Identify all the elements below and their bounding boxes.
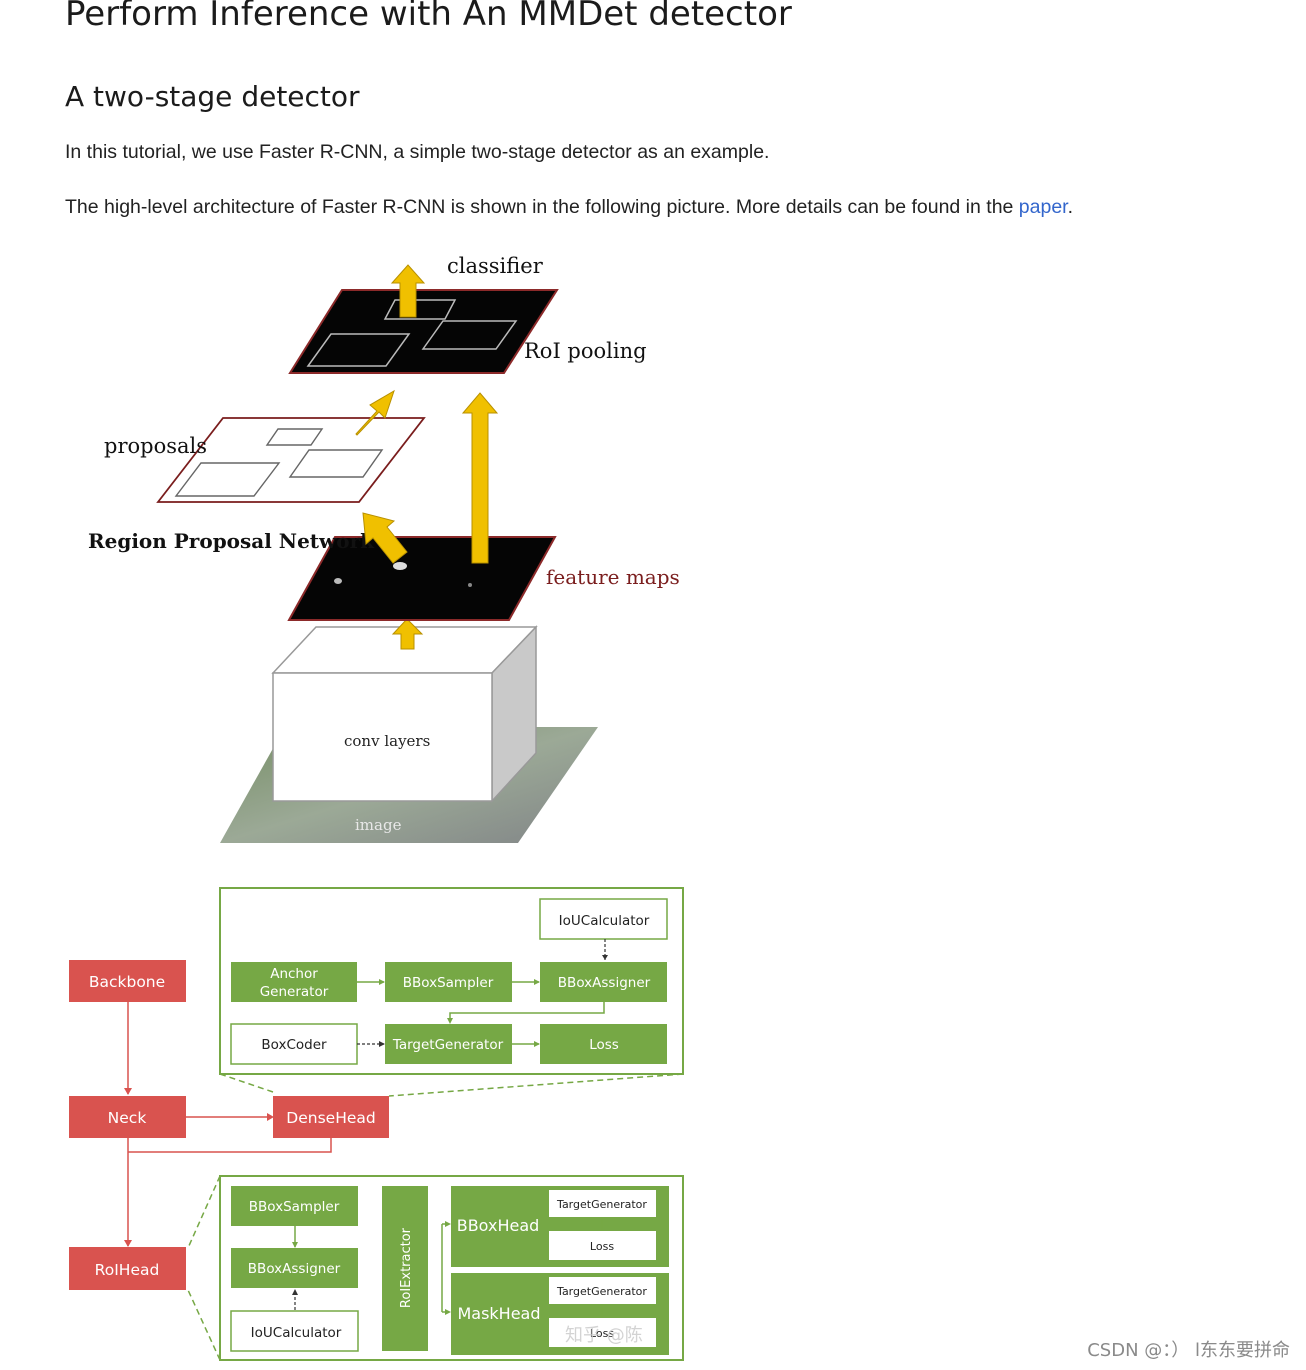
roi-head-block	[69, 1247, 186, 1290]
anchor-generator-label-line2: Generator	[260, 984, 329, 1000]
arrowhead	[602, 955, 608, 960]
classifier-label: classifier	[447, 254, 544, 278]
mask-head-target-box	[549, 1277, 656, 1304]
dense-head-label: DenseHead	[286, 1109, 375, 1127]
roi-box	[421, 320, 518, 350]
arrowhead	[379, 979, 385, 985]
conv-layers-front-face	[272, 672, 493, 802]
anchor-generator-box	[231, 962, 357, 1002]
iou-calculator-bottom-label: IoUCalculator	[251, 1325, 342, 1341]
neck-block	[69, 1096, 186, 1138]
feature-maps-label: feature maps	[546, 565, 680, 589]
rpn-label: Region Proposal Network	[88, 529, 375, 553]
roi-pooling-label: RoI pooling	[524, 339, 647, 363]
loss-top-box	[540, 1024, 667, 1064]
bbox-sampler-top-box	[385, 962, 512, 1002]
iou-calculator-bottom-box	[230, 1310, 359, 1352]
bbox-sampler-bottom-box	[231, 1186, 358, 1226]
csdn-watermark: CSDN @：） l东东要拼命	[1087, 1340, 1290, 1361]
architecture-paragraph-end: .	[1067, 196, 1074, 218]
mmdet-components-diagram: Backbone Neck DenseHead RoIHead IoUCalcu…	[69, 887, 684, 1361]
neck-label: Neck	[108, 1109, 147, 1127]
feature-to-roi-arrow	[461, 392, 499, 564]
arrowhead	[447, 1018, 453, 1024]
loss-top-label: Loss	[589, 1037, 619, 1053]
proposals-to-roi-arrow	[355, 389, 395, 436]
intro-paragraph: In this tutorial, we use Faster R-CNN, a…	[65, 141, 770, 163]
backbone-block	[69, 960, 186, 1002]
arrowhead	[445, 1221, 451, 1227]
bbox-assigner-top-label: BBoxAssigner	[558, 975, 651, 991]
feature-spot	[393, 562, 407, 570]
architecture-paragraph: The high-level architecture of Faster R-…	[65, 196, 1073, 219]
feature-spot	[468, 583, 472, 587]
conv-layers-label: conv layers	[344, 732, 430, 750]
bbox-sampler-bottom-label: BBoxSampler	[249, 1199, 340, 1215]
roi-pooling-plane	[288, 289, 559, 374]
roi-to-classifier-arrow	[390, 264, 426, 318]
image-label: image	[355, 816, 402, 834]
paper-link[interactable]: paper	[1018, 196, 1068, 218]
arrowhead	[292, 1242, 298, 1248]
section-title: A two-stage detector	[65, 80, 360, 113]
iou-calculator-top-label: IoUCalculator	[559, 913, 650, 929]
proposal-box	[174, 462, 281, 497]
dense-head-block	[273, 1096, 389, 1138]
conv-to-feature-arrow	[391, 618, 424, 650]
roi-box	[306, 333, 411, 367]
roi-extractor-box	[382, 1186, 428, 1351]
densehead-to-roihead-line	[128, 1138, 332, 1153]
bbox-assigner-bottom-box	[231, 1248, 358, 1288]
arrowhead	[124, 1240, 132, 1247]
arrowhead	[267, 1113, 274, 1121]
bbox-sampler-top-label: BBoxSampler	[403, 975, 494, 991]
assigner-to-target-line	[449, 1002, 605, 1022]
roi-head-label: RoIHead	[95, 1261, 160, 1279]
roi-head-dashed-link	[187, 1175, 221, 1249]
arrowhead	[292, 1289, 298, 1295]
architecture-paragraph-text: The high-level architecture of Faster R-…	[65, 196, 1019, 218]
roi-box	[383, 299, 457, 320]
proposals-label: proposals	[104, 434, 207, 458]
bbox-assigner-bottom-label: BBoxAssigner	[248, 1261, 341, 1277]
mask-head-loss-box	[549, 1318, 656, 1347]
mask-head-label: MaskHead	[457, 1304, 540, 1323]
bbox-head-target-label: TargetGenerator	[556, 1198, 647, 1211]
feature-spot	[334, 578, 342, 584]
bbox-head-loss-box	[549, 1231, 656, 1260]
backbone-label: Backbone	[89, 973, 165, 991]
bbox-head-label: BBoxHead	[457, 1216, 540, 1235]
box-coder-box	[230, 1023, 358, 1065]
arrowhead	[379, 1041, 385, 1047]
proposal-box	[265, 428, 324, 446]
arrowhead	[534, 979, 540, 985]
proposals-plane	[156, 417, 426, 503]
bbox-assigner-top-box	[540, 962, 667, 1002]
roi-head-dashed-link	[187, 1289, 221, 1361]
faster-rcnn-architecture-figure: image conv layers feature maps Region Pr…	[88, 254, 680, 843]
dense-head-dashed-link	[388, 1073, 684, 1097]
mask-head-loss-label: Loss	[590, 1327, 614, 1340]
anchor-generator-label-line1: Anchor	[270, 966, 318, 982]
mask-head-target-label: TargetGenerator	[556, 1285, 647, 1298]
target-generator-top-label: TargetGenerator	[392, 1037, 504, 1053]
dense-head-dashed-link	[219, 1073, 274, 1093]
target-generator-top-box	[385, 1024, 512, 1064]
rpn-to-proposals-arrow	[362, 512, 408, 564]
bbox-head-target-box	[549, 1190, 656, 1217]
arrowhead	[124, 1088, 132, 1095]
iou-calculator-top-box	[539, 898, 668, 940]
roi-extractor-label: RoIExtractor	[399, 1227, 414, 1308]
proposal-box	[288, 449, 384, 478]
zhihu-watermark: 知乎 @陈	[565, 1325, 643, 1346]
page-title: Perform Inference with An MMDet detector	[65, 0, 792, 34]
bbox-head-loss-label: Loss	[590, 1240, 614, 1253]
arrowhead	[534, 1041, 540, 1047]
arrowhead	[445, 1309, 451, 1315]
box-coder-label: BoxCoder	[261, 1037, 327, 1053]
